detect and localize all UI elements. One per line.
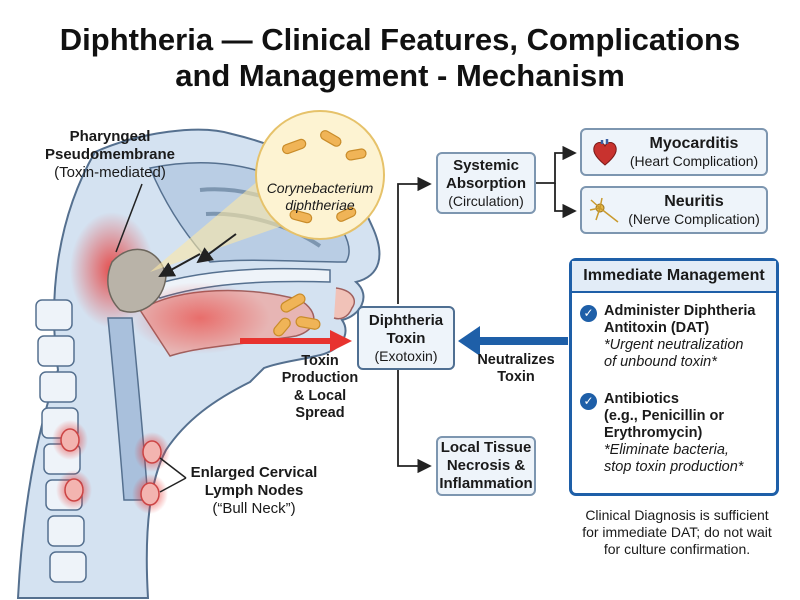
toxin-production-arrow bbox=[240, 330, 352, 352]
note-line1: Clinical Diagnosis is sufficient bbox=[585, 507, 769, 523]
bacteria-pointer bbox=[196, 233, 237, 264]
neutralizes-label: Neutralizes Toxin bbox=[464, 352, 568, 387]
lymph-nodes-label: Enlarged Cervical Lymph Nodes (“Bull Nec… bbox=[184, 464, 324, 518]
magnifier-circle bbox=[255, 110, 385, 240]
lymph-leader-2 bbox=[159, 477, 187, 493]
myocarditis-box: Myocarditis (Heart Complication) bbox=[580, 128, 768, 176]
bacteria-cluster-icon bbox=[273, 293, 321, 337]
dat-note1: *Urgent neutralization bbox=[604, 337, 744, 353]
toxin-production-line4: Spread bbox=[295, 405, 345, 422]
antibiotics-note1: *Eliminate bacteria, bbox=[604, 442, 729, 458]
systemic-absorption-box: Systemic Absorption (Circulation) bbox=[436, 152, 536, 214]
toxin-box-subtitle: (Exotoxin) bbox=[374, 347, 438, 364]
dat-line2: Antitoxin (DAT) bbox=[604, 320, 710, 336]
antibiotics-note2: stop toxin production* bbox=[604, 459, 744, 475]
toxin-box-title2: Toxin bbox=[386, 329, 426, 347]
toxin-production-line2: Production bbox=[281, 370, 359, 387]
antibiotics-line3: Erythromycin) bbox=[604, 425, 703, 441]
title-line-2: and Management - Mechanism bbox=[175, 58, 625, 93]
myocarditis-subtitle: (Heart Complication) bbox=[629, 153, 759, 170]
local-tissue-box: Local Tissue Necrosis & Inflammation bbox=[436, 436, 536, 496]
management-item-dat: ✓ Administer Diphtheria Antitoxin (DAT) … bbox=[580, 303, 776, 371]
membrane-pointer bbox=[158, 253, 201, 277]
local-box-line2: Necrosis & bbox=[446, 457, 526, 474]
toxin-production-label: Toxin Production & Local Spread bbox=[272, 353, 368, 423]
note-line2: for immediate DAT; do not wait bbox=[582, 524, 772, 540]
lips bbox=[333, 287, 356, 320]
pseudomembrane-label-line3: (Toxin-mediated) bbox=[54, 164, 166, 181]
title-line-1: Diphtheria — Clinical Features, Complica… bbox=[59, 22, 741, 57]
neutralization-arrow bbox=[458, 326, 568, 356]
pseudomembrane-leader bbox=[115, 183, 143, 253]
check-icon: ✓ bbox=[580, 305, 597, 322]
systemic-box-subtitle: (Circulation) bbox=[448, 192, 524, 209]
diphtheria-toxin-box: Diphtheria Toxin (Exotoxin) bbox=[357, 306, 455, 370]
management-panel: Immediate Management ✓ Administer Diphth… bbox=[569, 258, 779, 496]
toxin-box-title1: Diphtheria bbox=[368, 311, 444, 329]
local-box-line1: Local Tissue bbox=[440, 439, 532, 456]
pseudomembrane-label: Pharyngeal Pseudomembrane (Toxin-mediate… bbox=[20, 128, 200, 182]
antibiotics-line2: (e.g., Penicillin or bbox=[604, 408, 725, 424]
neutralizes-line1: Neutralizes bbox=[477, 352, 555, 368]
bacterium-label-line1: Corynebacterium bbox=[266, 180, 374, 196]
neuritis-subtitle: (Nerve Complication) bbox=[628, 211, 760, 228]
oral-inflammation bbox=[130, 282, 270, 354]
systemic-box-title1: Systemic bbox=[453, 156, 519, 174]
neuron-icon bbox=[589, 197, 619, 223]
pseudomembrane bbox=[107, 248, 167, 313]
lymph-label-line2: Lymph Nodes bbox=[204, 482, 304, 499]
management-item-antibiotics: ✓ Antibiotics (e.g., Penicillin or Eryth… bbox=[580, 391, 776, 476]
dat-line1: Administer Diphtheria bbox=[604, 303, 756, 319]
management-header: Immediate Management bbox=[572, 261, 776, 293]
lymph-label-line3: (“Bull Neck”) bbox=[212, 500, 296, 517]
neuritis-box: Neuritis (Nerve Complication) bbox=[580, 186, 768, 234]
systemic-box-title2: Absorption bbox=[446, 174, 526, 192]
pseudomembrane-label-line1: Pharyngeal bbox=[69, 128, 151, 145]
bacterium-label-line2: diphtheriae bbox=[285, 196, 355, 213]
bacterium-label: Corynebacterium diphtheriae bbox=[258, 180, 382, 214]
flow-connectors bbox=[397, 145, 577, 474]
note-line3: for culture confirmation. bbox=[603, 541, 751, 557]
clinical-diagnosis-note: Clinical Diagnosis is sufficient for imm… bbox=[566, 507, 788, 558]
lymph-label-line1: Enlarged Cervical bbox=[190, 464, 318, 481]
toxin-production-line1: Toxin bbox=[301, 353, 339, 369]
toxin-production-line3: & Local bbox=[293, 387, 347, 404]
lymph-leader-1 bbox=[159, 457, 187, 479]
check-icon: ✓ bbox=[580, 393, 597, 410]
head-neck-illustration bbox=[16, 128, 381, 599]
pseudomembrane-label-line2: Pseudomembrane bbox=[44, 146, 176, 163]
heart-icon bbox=[593, 139, 617, 166]
neuritis-title: Neuritis bbox=[664, 193, 724, 210]
antibiotics-line1: Antibiotics bbox=[604, 391, 679, 407]
myocarditis-title: Myocarditis bbox=[649, 135, 739, 152]
page-title: Diphtheria — Clinical Features, Complica… bbox=[0, 22, 800, 94]
dat-note2: of unbound toxin* bbox=[604, 354, 717, 370]
bacteria-icon bbox=[282, 130, 367, 224]
local-box-line3: Inflammation bbox=[439, 475, 533, 492]
neutralizes-line2: Toxin bbox=[497, 369, 535, 386]
lymph-nodes bbox=[52, 420, 170, 514]
